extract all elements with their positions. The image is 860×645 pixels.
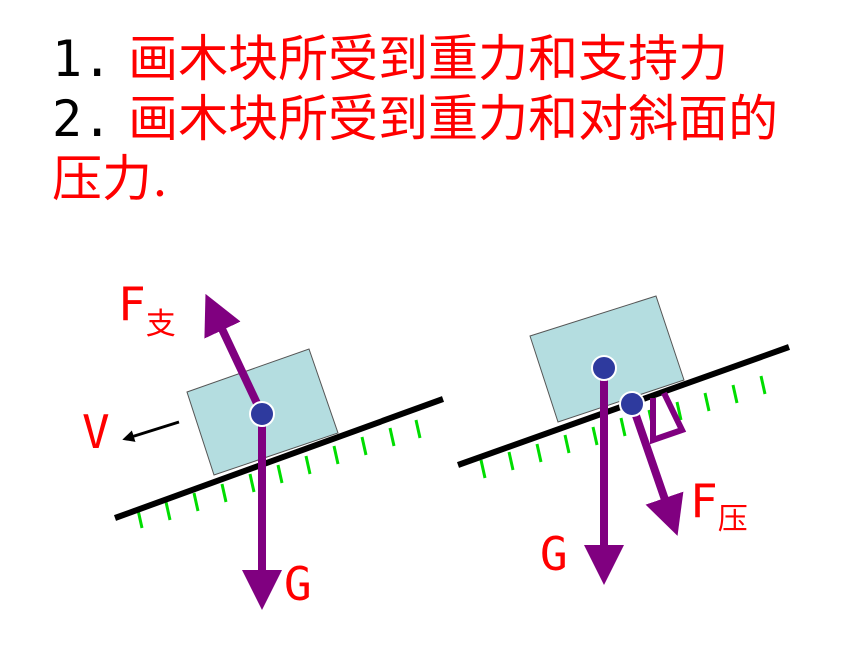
instruction-1: 1. 画木块所受到重力和支持力 [52,30,728,88]
right-contact-dot [619,391,645,417]
instruction-2-number: 2. [52,90,113,148]
left-center-dot [249,401,275,427]
right-pressure-force-arrow [628,402,684,536]
left-support-force-arrow [204,293,266,416]
left-gravity-label: G [284,557,312,611]
left-diagram: F支 V G [82,277,445,611]
left-velocity-arrow [122,420,180,442]
instruction-1-number: 1. [52,30,113,88]
instruction-2-cont-text: 压力. [52,150,168,208]
left-incline-hatching [136,419,422,529]
left-velocity-label: V [82,405,110,459]
right-pressure-force-label: F压 [690,474,748,537]
right-pressure-force-symbol: F [690,474,718,528]
right-gravity-label: G [540,527,568,581]
right-center-dot [591,355,617,381]
left-support-force-subscript: 支 [146,307,176,342]
right-pressure-force-subscript: 压 [718,502,748,537]
right-angle-marker [650,391,687,445]
right-diagram: G F压 [456,295,791,585]
left-support-force-symbol: F [118,277,146,331]
instruction-2-continued: 压力. [52,150,168,208]
instruction-2-text: 画木块所受到重力和对斜面的 [128,90,779,148]
left-incline-surface [113,396,445,521]
instruction-1-text: 画木块所受到重力和支持力 [128,30,729,88]
left-support-force-label: F支 [118,277,176,342]
instruction-2: 2. 画木块所受到重力和对斜面的 [52,90,778,148]
